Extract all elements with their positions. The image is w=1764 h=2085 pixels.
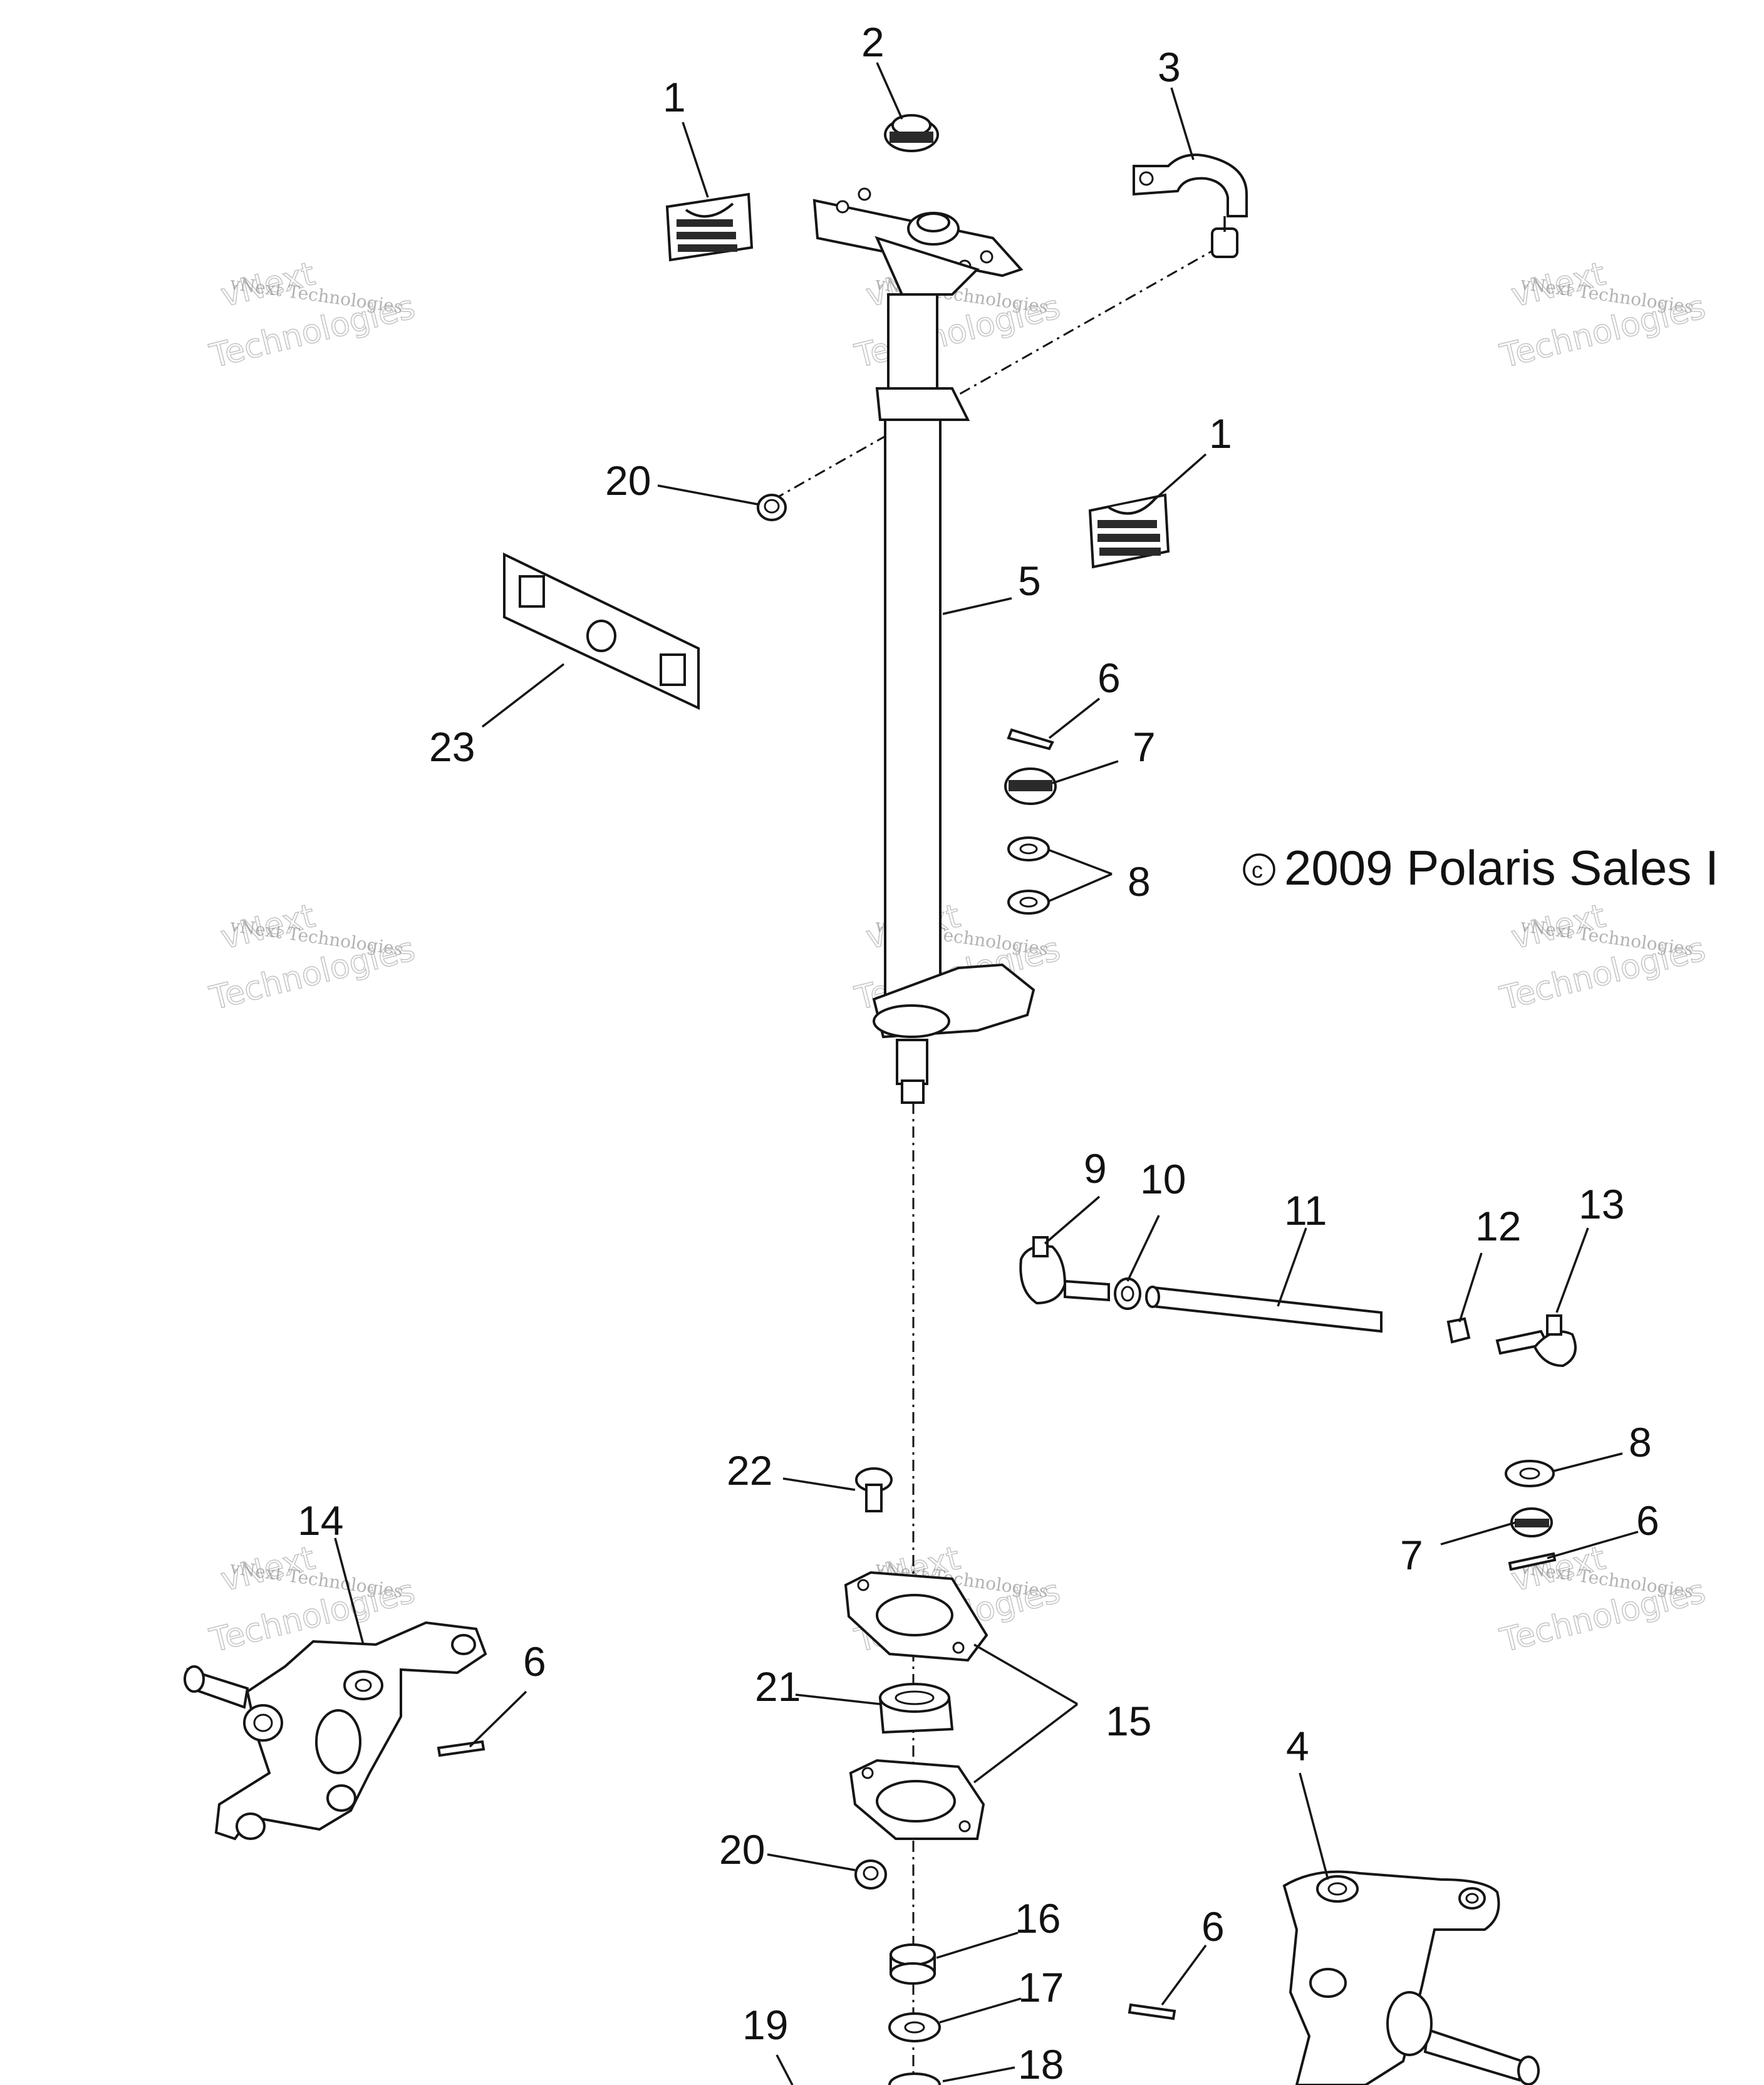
tie-rod-end-part-9 (1019, 1236, 1110, 1305)
callout-6: 6 (1636, 1497, 1659, 1544)
spindle-part-14 (184, 1621, 487, 1841)
nut-part-20-lower (854, 1859, 887, 1890)
callout-15: 15 (1106, 1698, 1151, 1744)
castle-nut-part-7-right (1510, 1507, 1553, 1537)
callout-7: 7 (1400, 1532, 1423, 1578)
watermark: vNext vNext Technologies Technologies (205, 897, 419, 1019)
jam-nut-part-12 (1446, 1317, 1471, 1344)
bushing-part-1-lower (1088, 493, 1170, 569)
jam-nut-part-10 (1114, 1277, 1141, 1310)
callout-13: 13 (1579, 1181, 1624, 1227)
callout-6: 6 (1201, 1903, 1225, 1950)
callout-21: 21 (755, 1663, 801, 1710)
steering-column-part-5 (812, 187, 1035, 1104)
bushing-part-16 (890, 1943, 936, 1985)
bolt-part-22 (855, 1467, 893, 1512)
callout-labels: 1 2 3 1 20 5 23 6 7 8 9 10 11 12 13 22 8… (298, 19, 1659, 2085)
cotter-pin-part-6-right (1508, 1552, 1557, 1571)
tie-rod-end-part-13 (1495, 1314, 1577, 1368)
callout-11: 11 (1284, 1187, 1327, 1234)
callout-1: 1 (663, 74, 686, 120)
clamp-part-3 (1133, 153, 1248, 258)
castle-nut-part-7 (1004, 767, 1057, 805)
callout-4: 4 (1286, 1723, 1309, 1769)
watermark: vNext vNext Technologies Technologies (1496, 897, 1710, 1019)
callout-19: 19 (742, 2002, 788, 2048)
cotter-pin-part-6-lower (1128, 2003, 1176, 2020)
callout-22: 22 (727, 1447, 772, 1494)
callout-1: 1 (1209, 410, 1232, 457)
callout-3: 3 (1158, 44, 1181, 90)
copyright-text: 2009 Polaris Sales I (1284, 840, 1719, 895)
watermark: vNext vNext Technologies Technologies (1496, 1539, 1710, 1661)
spindle-part-4 (1282, 1870, 1540, 2085)
watermark: vNext vNext Technologies Technologies (205, 255, 419, 377)
callout-20: 20 (719, 1826, 765, 1873)
flange-part-15-upper (844, 1571, 988, 1662)
nut-part-20-upper (757, 494, 787, 521)
callout-6: 6 (523, 1638, 546, 1685)
callout-17: 17 (1018, 1964, 1064, 2010)
callout-7: 7 (1133, 724, 1156, 770)
callout-2: 2 (861, 19, 885, 65)
washer-part-17 (888, 2012, 941, 2042)
callout-6: 6 (1097, 655, 1121, 701)
callout-5: 5 (1018, 558, 1041, 604)
callout-10: 10 (1140, 1156, 1186, 1202)
copyright-symbol: c (1252, 857, 1263, 883)
copyright-icon (1243, 853, 1275, 886)
flange-part-15-lower (849, 1759, 985, 1840)
leader-lines (334, 62, 1639, 2085)
cotter-pin-part-6-left (437, 1740, 485, 1757)
callout-8: 8 (1629, 1419, 1652, 1465)
callout-18: 18 (1018, 2041, 1064, 2085)
washer-part-8 (1007, 836, 1050, 915)
callout-14: 14 (298, 1497, 343, 1544)
tie-rod-part-11 (1145, 1286, 1383, 1333)
callout-23: 23 (429, 724, 475, 770)
bushing-part-1-upper (665, 192, 754, 262)
assembly-line-clamp (770, 246, 1219, 502)
watermarks: vNext vNext Technologies Technologies vN… (205, 255, 1710, 1661)
callout-8: 8 (1128, 858, 1151, 905)
copyright-notice: c 2009 Polaris Sales I (1243, 840, 1719, 895)
cap-part-2 (884, 114, 939, 152)
plate-part-23 (503, 552, 700, 710)
callout-12: 12 (1475, 1203, 1521, 1249)
cotter-pin-part-6 (1007, 728, 1054, 751)
washer-part-18 (888, 2072, 941, 2085)
callout-20: 20 (605, 457, 651, 504)
callout-16: 16 (1015, 1895, 1061, 1942)
watermark: vNext vNext Technologies Technologies (1496, 255, 1710, 377)
callout-9: 9 (1084, 1145, 1107, 1192)
washer-part-8-right (1505, 1460, 1555, 1487)
bearing-part-21 (878, 1683, 954, 1734)
